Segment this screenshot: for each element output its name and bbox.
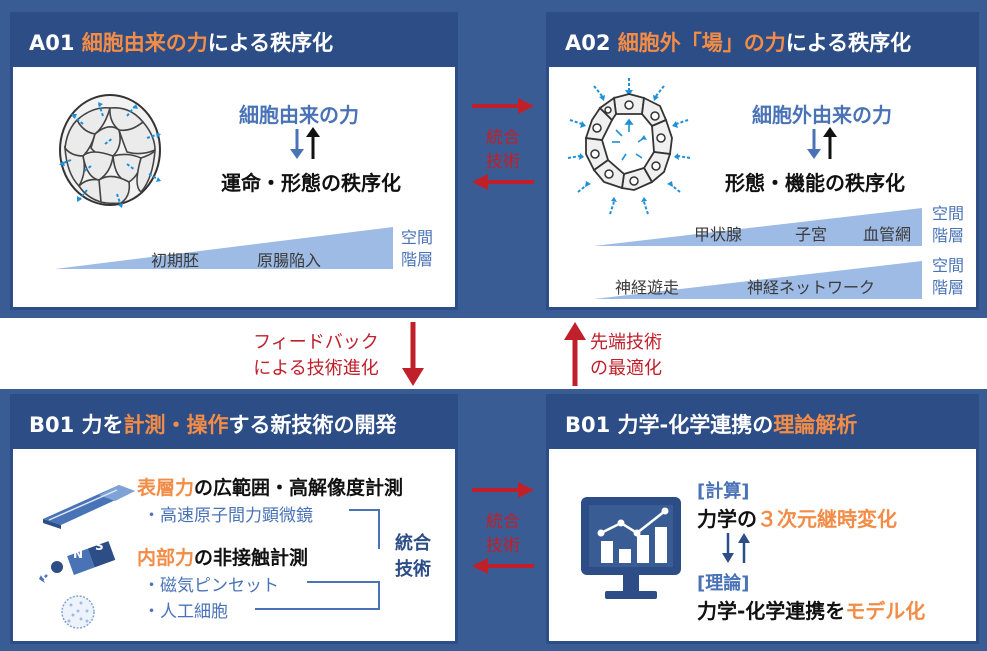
a02-wedge1-label-1: 甲状腺 [694, 225, 743, 244]
hs-afm-item: ・高速原子間力顕微鏡 [143, 506, 313, 526]
artificial-cell-icon [61, 595, 95, 629]
a02-wedge2-label-1: 神経遊走 [615, 278, 680, 297]
magnet-n-label: N [73, 547, 84, 561]
b01-right-code: B01 [565, 413, 618, 437]
a02-header: A02 細胞外「場」の力による秩序化 [549, 15, 976, 67]
b01-left-integration-label: 統合 技術 [395, 533, 431, 580]
top-integration-label: 統合 技術 [486, 128, 520, 172]
b01-right-title-pre: 力学-化学連携の [617, 413, 774, 437]
optimization-up-arrow [564, 322, 586, 386]
magnetic-tweezers-icon [39, 541, 116, 583]
b01-right-panel: B01 力学-化学連携の理論解析 [計算] 力学の３次元継時変化 [理論] 力学… [546, 394, 979, 644]
b01-left-header: B01 力を計測・操作する新技術の開発 [13, 397, 455, 449]
optimization-label: 先端技術 の最適化 [590, 332, 662, 379]
integration-bracket [255, 509, 380, 610]
a01-bidirectional-arrows [290, 127, 320, 159]
a01-header: A01 細胞由来の力による秩序化 [13, 15, 455, 67]
a02-wedge2-label-2: 神経ネットワーク [747, 278, 876, 297]
calc-text: 力学の３次元継時変化 [697, 507, 897, 531]
a02-wedge1-label-3: 血管網 [863, 225, 912, 244]
magnet-s-label: S [95, 539, 104, 553]
b01-left-title-post: する新技術の開発 [228, 413, 397, 437]
a01-wedge-label-1: 初期胚 [151, 251, 200, 270]
bottom-integration-arrows [472, 482, 534, 574]
a01-wedge [55, 227, 393, 269]
b01-left-code: B01 [29, 413, 82, 437]
a01-title-rest: による秩序化 [207, 31, 334, 55]
top-integration-arrows [472, 98, 534, 190]
feedback-label: フィードバック による技術進化 [253, 332, 379, 379]
artificial-cell-item: ・人工細胞 [143, 602, 228, 622]
a01-code: A01 [29, 31, 82, 55]
a02-code: A02 [565, 31, 618, 55]
a01-title-accent: 細胞由来の力 [81, 31, 208, 55]
internal-force-heading: 内部力の非接触計測 [137, 547, 309, 569]
a02-wedge-1 [594, 208, 922, 246]
bottom-integration-label: 統合 技術 [486, 512, 520, 556]
surface-force-heading: 表層力の広範囲・高解像度計測 [137, 477, 404, 499]
a01-axis-label: 空間 階層 [401, 228, 434, 269]
monitor-chart-icon [581, 497, 681, 599]
b01-left-title-accent: 計測・操作 [123, 413, 229, 437]
calc-label: [計算] [697, 481, 750, 502]
b01-left-title-pre: 力を [81, 413, 124, 437]
a02-title-rest: による秩序化 [785, 31, 912, 55]
a02-title-accent: 細胞外「場」の力 [617, 31, 786, 55]
a01-panel: A01 細胞由来の力による秩序化 細胞由来の力 [10, 12, 458, 310]
b01-right-header: B01 力学-化学連携の理論解析 [549, 397, 976, 449]
a02-wedge1-axis-label: 空間 階層 [932, 204, 965, 245]
a01-force-label: 細胞由来の力 [239, 103, 359, 127]
b01-left-panel: B01 力を計測・操作する新技術の開発 N S 表層力の広範囲・高解像度計測 ・… [10, 394, 458, 644]
afm-cantilever-icon [43, 485, 135, 529]
embryo-illustration [59, 94, 161, 208]
a01-result-label: 運命・形態の秩序化 [221, 171, 401, 195]
a02-force-label: 細胞外由来の力 [752, 103, 892, 127]
a02-bidirectional-arrows [807, 127, 837, 159]
cell-ring-illustration [567, 78, 691, 215]
a02-wedge1-label-2: 子宮 [795, 225, 828, 244]
b01-right-bidirectional-arrows [722, 533, 750, 563]
theory-label: [理論] [697, 573, 750, 594]
b01-right-title-accent: 理論解析 [773, 413, 858, 437]
feedback-down-arrow [402, 322, 424, 386]
a01-wedge-label-2: 原腸陥入 [257, 251, 322, 270]
a02-wedge-2 [594, 261, 922, 299]
a02-result-label: 形態・機能の秩序化 [725, 171, 905, 195]
theory-text: 力学-化学連携をモデル化 [697, 599, 926, 623]
a02-wedge2-axis-label: 空間 階層 [932, 256, 965, 297]
magnetic-tweezers-item: ・磁気ピンセット [143, 576, 279, 596]
a02-panel: A02 細胞外「場」の力による秩序化 [546, 12, 979, 310]
